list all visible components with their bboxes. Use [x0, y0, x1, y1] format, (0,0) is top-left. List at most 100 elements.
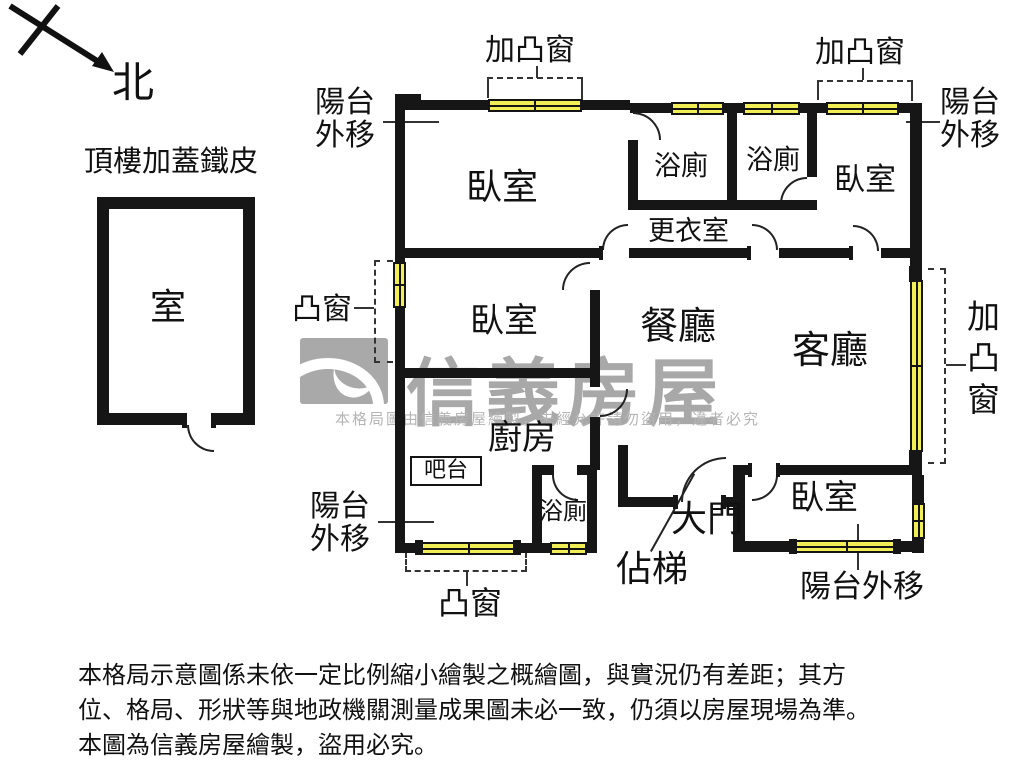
bar-counter: 吧台 — [410, 456, 482, 486]
wall-right-upper — [910, 103, 922, 268]
north-arrow-icon — [6, 2, 126, 84]
wall-bath3-top — [577, 465, 597, 475]
balcony-out-line2: 外移 — [315, 118, 375, 153]
rooftop-door-post — [182, 413, 187, 428]
balcony-pointer-line — [383, 121, 439, 123]
rooftop-wall-top — [97, 197, 255, 209]
rooftop-wall-left — [97, 197, 109, 425]
bay-bottom-bracket — [525, 552, 527, 572]
bedroom-top-right-label: 臥室 — [834, 162, 896, 198]
wall-entry — [618, 497, 677, 507]
added-bay-bracket-end — [581, 77, 583, 100]
main-door-post — [721, 495, 726, 509]
rooftop-wall-bottom-left — [97, 413, 185, 425]
window-cap — [909, 450, 922, 467]
door-post — [849, 246, 853, 260]
door-post — [599, 246, 603, 260]
window-cap — [789, 539, 797, 554]
bedroom-top-left-label: 臥室 — [466, 167, 539, 208]
balcony-out-line2: 外移 — [940, 118, 1000, 153]
watermark-brand-text: 信義房屋 — [406, 351, 726, 437]
balcony-out-bottom-left-label: 陽台 外移 — [310, 490, 380, 556]
wall-bath-divider — [727, 103, 737, 210]
kitchen-label: 廚房 — [488, 418, 556, 458]
bath1-door-arc — [633, 112, 661, 140]
dressing-door-left-arc — [602, 224, 628, 250]
bay-bottom-label: 凸窗 — [438, 584, 503, 622]
door-post — [776, 463, 780, 477]
rooftop-room-label: 室 — [150, 287, 187, 328]
added-bay-right-pointer — [946, 364, 966, 366]
bay-bottom-bracket — [405, 552, 407, 572]
bath1-label: 浴廁 — [654, 151, 708, 182]
dressing-room-label: 更衣室 — [648, 216, 729, 247]
added-bay-top-label: 加凸窗 — [485, 33, 575, 68]
wall-top-jog — [395, 94, 421, 102]
window-top-bedroom — [488, 99, 582, 112]
added-bay-bracket-end — [817, 80, 819, 100]
wall-bath2-right — [807, 103, 817, 177]
wall-mid-vertical — [590, 290, 600, 387]
bath2-label: 浴廁 — [746, 145, 800, 176]
wall-corridor — [395, 248, 601, 258]
window-top-bath1 — [671, 102, 724, 115]
sinyi-logo-icon — [300, 338, 388, 404]
wall-corridor — [881, 248, 922, 258]
added-bay-pointer — [536, 66, 538, 78]
window-cap — [415, 540, 423, 555]
window-top-bedroom-right — [826, 102, 899, 115]
wall-bedroom-br-right — [912, 475, 924, 505]
wall-bath3-left — [532, 465, 542, 553]
rooftop-caption: 頂樓加蓋鐵皮 — [84, 144, 259, 178]
window-cap — [513, 540, 521, 555]
stair-label: 佔梯 — [616, 549, 689, 590]
wall-entry-left — [618, 445, 628, 502]
window-left-bay — [393, 262, 406, 308]
window-right-bay — [910, 280, 923, 452]
window-bedroom-br-side — [912, 503, 925, 539]
watermark-notice-text: 本格局圖由信義房屋繪製，未經允許請勿盜用，違者必究 — [335, 410, 761, 428]
rooftop-door-arc — [187, 425, 214, 452]
added-bay-bracket — [487, 77, 583, 79]
wall-bath1-left — [628, 140, 638, 210]
window-cap — [909, 266, 922, 282]
living-room-label: 客廳 — [792, 328, 869, 372]
bay-left-pointer — [354, 307, 374, 309]
dining-room-label: 餐廳 — [640, 304, 717, 348]
wall-bath3-right — [587, 465, 597, 553]
wall-corridor — [629, 248, 751, 258]
north-label: 北 — [112, 58, 155, 107]
bay-bottom-pointer — [466, 572, 468, 586]
added-bay-right-label: 加凸窗 — [967, 297, 1000, 419]
wall-left-lower — [395, 308, 405, 553]
balcony-pointer-line — [906, 121, 940, 123]
wall-bath-bottom — [628, 200, 817, 210]
rooftop-wall-bottom-right — [213, 413, 255, 425]
bay-left-bracket — [374, 361, 393, 363]
added-bay-right-bracket — [928, 268, 946, 270]
added-bay-top-right-label: 加凸窗 — [815, 35, 905, 70]
wall-top — [395, 100, 490, 110]
wall-top — [630, 103, 673, 113]
balcony-out-line1: 陽台 — [940, 85, 1000, 120]
bedroom-br-door-arc — [752, 475, 778, 501]
wall-left-upper — [395, 100, 405, 262]
wall-bath3-top — [532, 465, 554, 475]
main-door-post — [673, 495, 678, 509]
balcony-out-top-right-label: 陽台 外移 — [940, 86, 1010, 152]
disclaimer-text: 本格局示意圖係未依一定比例縮小繪製之概繪圖，與實況仍有差距；其方 位、格局、形狀… — [78, 658, 978, 763]
balcony-out-top-left-label: 陽台 外移 — [315, 86, 385, 152]
window-bedroom-br-bottom — [795, 540, 899, 553]
balcony-out-line1: 陽台 — [310, 489, 370, 524]
bedroom-tr-door-arc — [853, 225, 879, 251]
bay-left-bracket — [374, 260, 376, 363]
wall-living-bottom — [733, 465, 750, 475]
bay-left-label: 凸窗 — [292, 292, 352, 327]
added-bay-pointer — [862, 68, 864, 80]
bedroom-middle-label: 臥室 — [470, 301, 538, 341]
wall-kitchen-dining — [403, 368, 600, 378]
main-door-arc — [681, 457, 726, 502]
balcony-out-bottom-right-label: 陽台外移 — [800, 569, 924, 605]
balcony-out-line1: 陽台 — [315, 85, 375, 120]
